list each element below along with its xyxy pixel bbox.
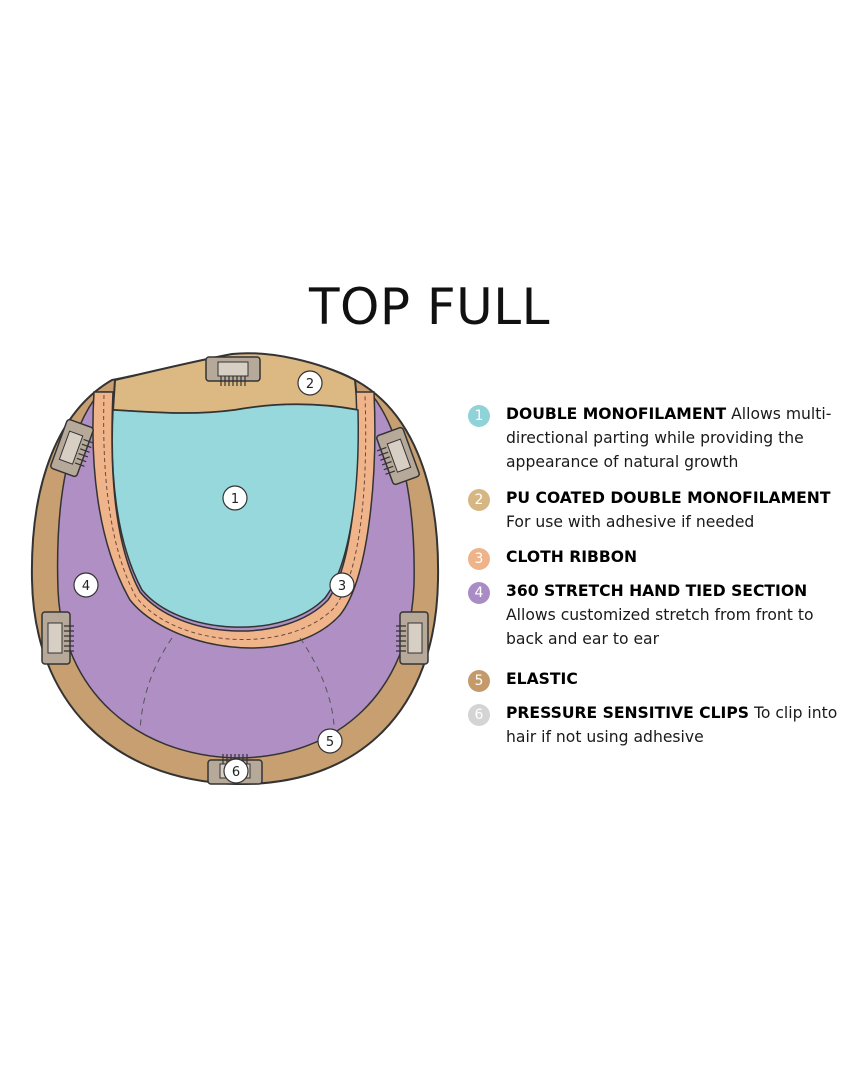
svg-text:2: 2 [306, 377, 314, 392]
page-title: TOP FULL [308, 278, 550, 336]
legend-title: CLOTH RIBBON [506, 548, 638, 566]
badge-6: 6 [223, 758, 249, 784]
svg-text:1: 1 [231, 492, 239, 507]
svg-text:3: 3 [338, 579, 346, 594]
legend-item-cloth-ribbon: 3 CLOTH RIBBON [468, 545, 846, 570]
legend-desc: Allows customized stretch from front to … [506, 606, 814, 648]
svg-text:6: 6 [232, 765, 240, 780]
legend-number-4: 4 [468, 582, 490, 604]
badge-2: 2 [297, 370, 323, 396]
legend-title: PRESSURE SENSITIVE CLIPS [506, 704, 749, 722]
legend-text: DOUBLE MONOFILAMENT Allows multi-directi… [506, 402, 846, 474]
svg-text:4: 4 [82, 579, 90, 594]
clip-left-upper [50, 418, 94, 478]
legend-number-5: 5 [468, 670, 490, 692]
badge-4: 4 [73, 572, 99, 598]
legend-title: PU COATED DOUBLE MONOFILAMENT [506, 489, 831, 507]
cloth-ribbon [92, 391, 376, 649]
badge-1: 1 [222, 485, 248, 511]
legend-title: 360 STRETCH HAND TIED SECTION [506, 582, 808, 600]
legend-desc: To clip into hair if not using adhesive [506, 704, 838, 746]
legend-item-double-monofilament: 1 DOUBLE MONOFILAMENT Allows multi-direc… [468, 402, 846, 474]
legend-item-elastic: 5 ELASTIC [468, 667, 846, 692]
legend-item-pu-coated: 2 PU COATED DOUBLE MONOFILAMENT For use … [468, 486, 846, 534]
legend-title: ELASTIC [506, 670, 578, 688]
legend-title: DOUBLE MONOFILAMENT [506, 405, 727, 423]
legend-text: PRESSURE SENSITIVE CLIPS To clip into ha… [506, 701, 846, 749]
svg-text:5: 5 [326, 735, 334, 750]
legend-item-stretch-section: 4 360 STRETCH HAND TIED SECTION Allows c… [468, 579, 846, 651]
legend-number-6: 6 [468, 704, 490, 726]
legend-text: ELASTIC [506, 667, 846, 691]
legend-text: PU COATED DOUBLE MONOFILAMENT For use wi… [506, 486, 846, 534]
legend-number-2: 2 [468, 489, 490, 511]
badge-3: 3 [329, 572, 355, 598]
clip-left-lower [41, 611, 74, 665]
legend-number-3: 3 [468, 548, 490, 570]
legend-desc: Allows multi-directional parting while p… [506, 405, 832, 471]
double-monofilament-area [111, 403, 359, 628]
clip-right-lower [396, 611, 429, 665]
clip-right-upper [376, 426, 420, 486]
legend-desc: For use with adhesive if needed [506, 513, 755, 531]
clip-top [205, 356, 261, 386]
legend-text: CLOTH RIBBON [506, 545, 846, 569]
legend-number-1: 1 [468, 405, 490, 427]
badge-5: 5 [317, 728, 343, 754]
legend-item-clips: 6 PRESSURE SENSITIVE CLIPS To clip into … [468, 701, 846, 749]
legend-text: 360 STRETCH HAND TIED SECTION Allows cus… [506, 579, 846, 651]
